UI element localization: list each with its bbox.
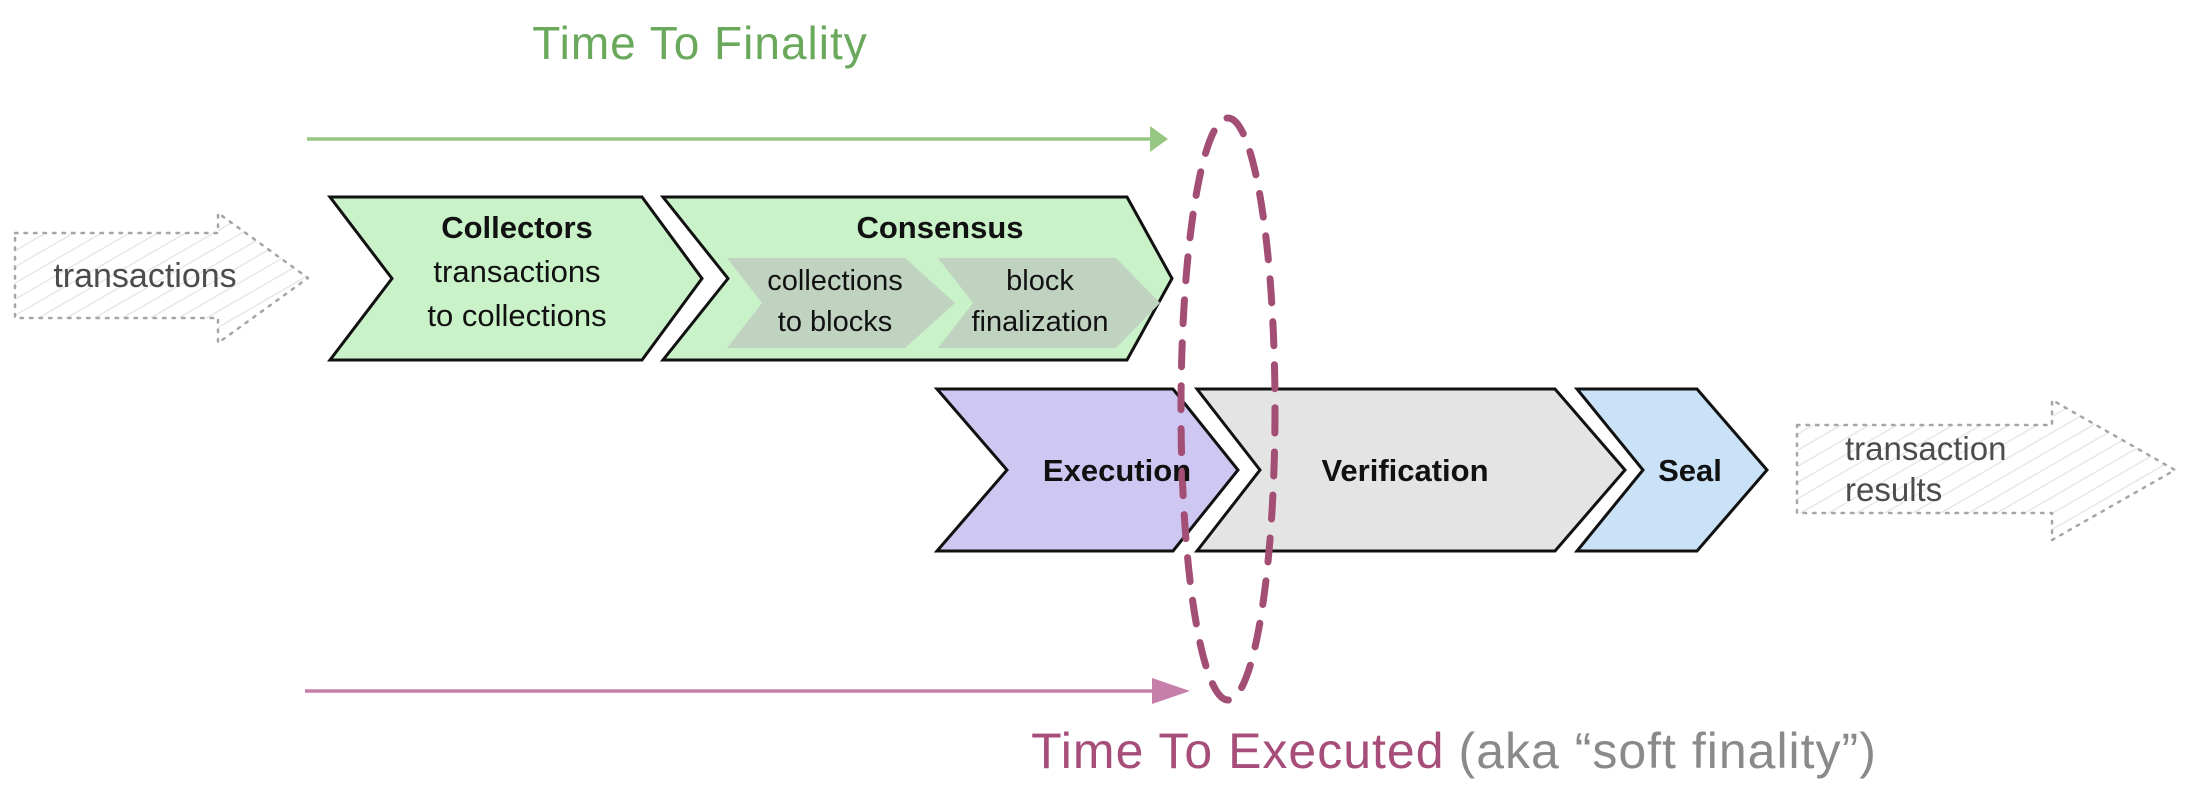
- collectors-chevron: [326, 195, 704, 362]
- seal-chevron: [1573, 387, 1769, 553]
- collectors-line2: to collections: [427, 298, 607, 333]
- soft-finality-suffix: (aka “soft finality”): [1458, 723, 1877, 779]
- execution-label: Execution: [1042, 453, 1192, 488]
- time-to-executed-title: Time To Executed(aka “soft finality”): [654, 722, 2194, 780]
- transaction-results-line2: results: [1845, 471, 1943, 508]
- transaction-results-line1: transaction: [1845, 430, 2007, 467]
- collections-to-blocks-subchevron: [727, 258, 955, 348]
- block-finalization-line2: finalization: [971, 306, 1109, 338]
- consensus-title: Consensus: [856, 210, 1024, 245]
- seal-label: Seal: [1658, 453, 1722, 488]
- transaction-results-label: transaction results: [1845, 428, 2105, 510]
- transactions-input-arrow: [13, 211, 310, 345]
- verification-chevron: [1193, 387, 1627, 553]
- executed-timeline-arrowhead-icon: [1152, 678, 1190, 704]
- transactions-label: transactions: [53, 257, 237, 295]
- block-finalization-line1: block: [1006, 265, 1074, 297]
- block-finalization-subchevron: [938, 258, 1160, 348]
- verification-label: Verification: [1321, 453, 1489, 488]
- collections-to-blocks-label: collections to blocks: [740, 261, 930, 343]
- block-finalization-label: block finalization: [940, 261, 1140, 343]
- collectors-line1: transactions: [433, 254, 601, 289]
- collectors-title: Collectors: [441, 210, 593, 245]
- collections-to-blocks-line1: collections: [767, 265, 903, 297]
- collections-to-blocks-line2: to blocks: [777, 306, 893, 338]
- execution-chevron: [933, 387, 1240, 553]
- transaction-results-output-arrow: [1795, 398, 2177, 542]
- soft-finality-ellipse: [1177, 114, 1279, 704]
- time-to-finality-title: Time To Finality: [532, 17, 868, 69]
- finality-timeline-arrowhead-icon: [1150, 126, 1168, 152]
- time-to-executed-text: Time To Executed: [1031, 723, 1445, 779]
- collectors-label: Collectors transactions to collections: [367, 206, 667, 338]
